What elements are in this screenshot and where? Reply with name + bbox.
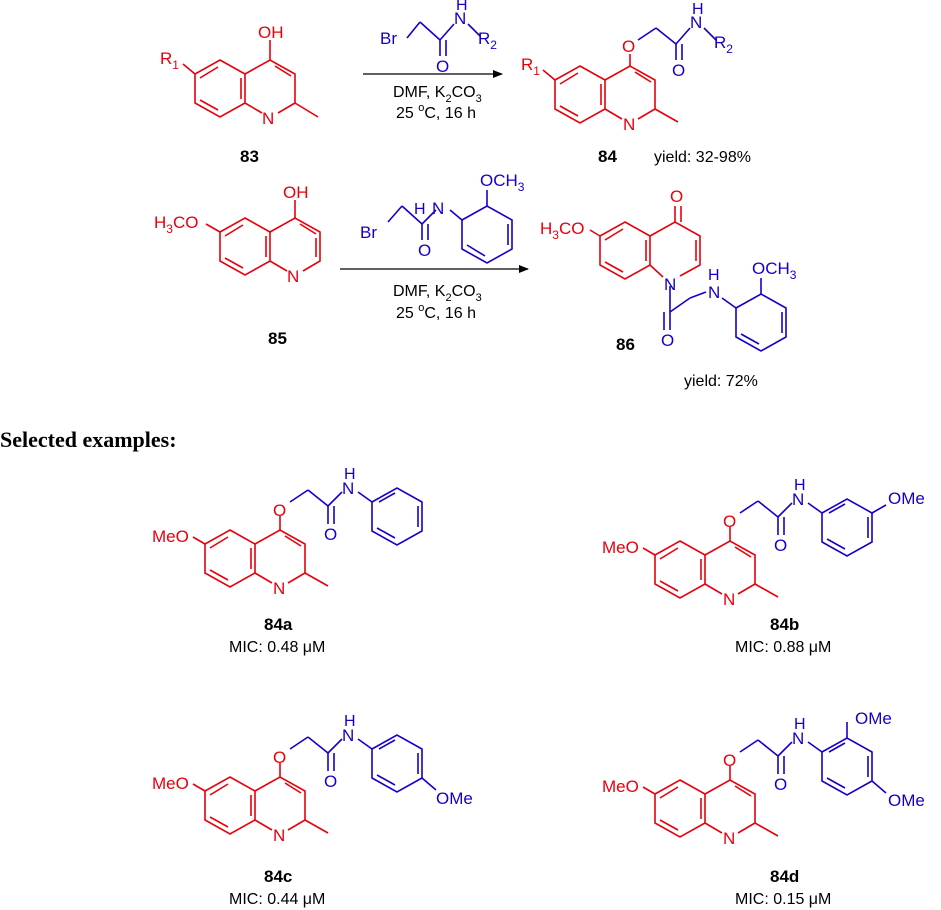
atom-n: N (273, 579, 285, 598)
compound-label-84: 84 (598, 147, 617, 166)
example-84a: O N MeO N H O 84a MIC: 0.48 μM (152, 466, 423, 656)
atom-r2: R2 (478, 29, 497, 52)
atom-ome: OMe (888, 489, 925, 508)
atom-h: H (414, 201, 426, 218)
atom-h: H (456, 0, 468, 14)
atom-ome: OMe (888, 791, 925, 810)
compound-83 (182, 40, 319, 118)
atom-h: H (344, 466, 356, 483)
atom-n: N (287, 267, 299, 286)
compound-label-85: 85 (268, 329, 287, 348)
conditions-1-line1: DMF, K2CO3 (393, 84, 482, 105)
atom-o: O (774, 536, 787, 555)
atom-n: N (262, 109, 274, 128)
atom-o: O (273, 748, 286, 767)
atom-h: H (794, 716, 806, 733)
atom-r1: R1 (160, 49, 179, 72)
atom-n: N (342, 479, 354, 498)
atom-r1: R1 (521, 55, 540, 78)
atom-r2: R2 (714, 33, 733, 56)
atom-o: O (418, 241, 431, 260)
atom-o: O (436, 57, 449, 76)
atom-br: Br (360, 223, 377, 242)
atom-o: O (723, 512, 736, 531)
atom-o: O (622, 37, 635, 56)
atom-br: Br (380, 29, 397, 48)
atom-h3co: H3CO (540, 219, 584, 242)
atom-n: N (723, 590, 735, 609)
example-mic: MIC: 0.44 μM (229, 891, 325, 908)
atom-o: O (670, 187, 683, 206)
section-title: Selected examples: (0, 427, 177, 452)
reagent-bromoacetanisidide (387, 190, 513, 264)
conditions-1-line2: 25 oC, 16 h (396, 102, 476, 122)
example-mic: MIC: 0.15 μM (735, 891, 831, 908)
example-label: 84c (264, 867, 292, 886)
atom-n: N (342, 726, 354, 745)
atom-meo: MeO (602, 538, 639, 557)
atom-n: N (690, 13, 702, 32)
atom-n: N (432, 199, 444, 218)
example-mic: MIC: 0.48 μM (229, 639, 325, 656)
atom-o: O (672, 61, 685, 80)
atom-h: H (692, 1, 704, 18)
example-84b: O N MeO N H O OMe 84b MIC: 0.88 μM (602, 477, 925, 656)
atom-o: O (661, 331, 674, 350)
atom-o: O (723, 751, 736, 770)
atom-n: N (454, 9, 466, 28)
reagent-bromoacetamide (406, 21, 481, 56)
atom-meo: MeO (602, 777, 639, 796)
atom-oh: OH (283, 183, 309, 202)
atom-ome: OMe (436, 789, 473, 808)
compound-label-86: 86 (616, 335, 635, 354)
example-mic: MIC: 0.88 μM (735, 639, 831, 656)
atom-o: O (324, 525, 337, 544)
compound-86 (589, 206, 787, 352)
compound-85 (205, 200, 321, 276)
yield-1: yield: 32-98% (654, 149, 751, 166)
atom-oh: OH (258, 23, 284, 42)
atom-meo: MeO (152, 774, 189, 793)
example-label: 84a (264, 615, 293, 634)
compound-84 (542, 27, 717, 124)
compound-label-83: 83 (240, 147, 259, 166)
example-84d: O N MeO N H O OMe OMe 84d MIC: 0.15 μM (602, 709, 925, 908)
conditions-2-line1: DMF, K2CO3 (393, 283, 482, 304)
atom-o: O (273, 501, 286, 520)
conditions-2-line2: 25 oC, 16 h (396, 302, 476, 322)
atom-h: H (344, 713, 356, 730)
example-84c: O N MeO N H O OMe 84c MIC: 0.44 μM (152, 713, 473, 908)
atom-ome: OMe (855, 709, 892, 728)
atom-h3co: H3CO (154, 213, 198, 236)
example-label: 84d (770, 867, 799, 886)
atom-h: H (794, 477, 806, 494)
example-label: 84b (770, 615, 799, 634)
atom-n: N (708, 283, 720, 302)
atom-o: O (774, 775, 787, 794)
atom-n: N (623, 115, 635, 134)
atom-n: N (792, 490, 804, 509)
atom-n: N (723, 829, 735, 848)
atom-meo: MeO (152, 527, 189, 546)
atom-och3: OCH3 (480, 171, 525, 194)
atom-och3: OCH3 (752, 259, 797, 282)
atom-h: H (708, 267, 720, 284)
atom-n: N (792, 729, 804, 748)
atom-o: O (324, 772, 337, 791)
atom-n: N (664, 275, 676, 294)
atom-n: N (273, 826, 285, 845)
yield-2: yield: 72% (684, 373, 758, 390)
